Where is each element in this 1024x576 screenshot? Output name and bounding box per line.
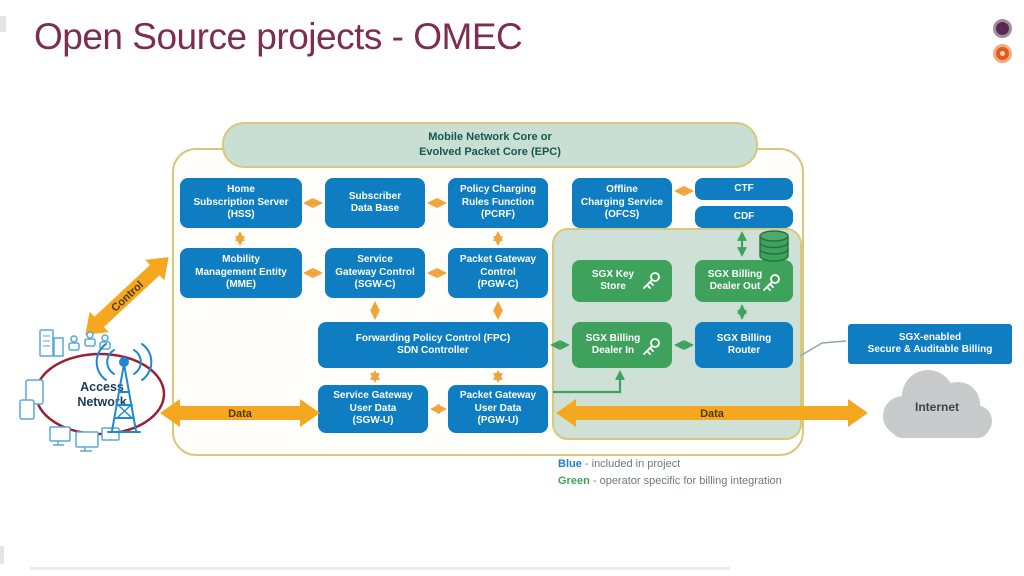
legend-term-blue: Blue (558, 458, 582, 470)
node-fpc-sdn-controller: Forwarding Policy Control (FPC) SDN Cont… (318, 322, 548, 368)
node-mme: Mobility Management Entity (MME) (180, 248, 302, 298)
internet-label: Internet (914, 400, 959, 414)
access-network-label: Access Network (77, 380, 127, 409)
video-artifact (30, 567, 730, 570)
node-ctf: CTF (695, 178, 793, 200)
control-arrow-label: Control (109, 279, 146, 314)
node-pcrf: Policy Charging Rules Function (PCRF) (448, 178, 548, 228)
epc-header: Mobile Network Core or Evolved Packet Co… (222, 122, 758, 168)
page-title: Open Source projects - OMEC (34, 16, 523, 57)
node-pgw-c: Packet Gateway Control (PGW-C) (448, 248, 548, 298)
purple-donut-logo-icon (993, 19, 1012, 38)
legend-desc-green: - operator specific for billing integrat… (592, 475, 782, 488)
node-sgx-billing-dealer-out: SGX Billing Dealer Out (695, 260, 793, 302)
legend-item-green: Green - operator specific for billing in… (558, 473, 782, 490)
node-sgx-billing-router: SGX Billing Router (695, 322, 793, 368)
node-sgx-key-store: SGX Key Store (572, 260, 672, 302)
control-arrow: Control (85, 257, 169, 335)
video-artifact (0, 546, 4, 564)
node-subscriber-database: Subscriber Data Base (325, 178, 425, 228)
callout-pointer-line (799, 340, 847, 357)
legend-item-blue: Blue - included in project (558, 456, 782, 473)
sgx-enabled-billing-callout: SGX-enabled Secure & Auditable Billing (848, 324, 1012, 364)
video-artifact (0, 16, 6, 32)
node-hss: Home Subscription Server (HSS) (180, 178, 302, 228)
node-sgx-billing-dealer-in: SGX Billing Dealer In (572, 322, 672, 368)
node-cdf: CDF (695, 206, 793, 228)
node-ofcs: Offline Charging Service (OFCS) (572, 178, 672, 228)
legend: Blue - included in project Green - opera… (558, 456, 782, 490)
legend-desc-blue: - included in project (584, 458, 681, 470)
orange-donut-logo-icon (993, 44, 1012, 63)
node-pgw-u: Packet Gateway User Data (PGW-U) (448, 385, 548, 433)
node-sgw-u: Service Gateway User Data (SGW-U) (318, 385, 428, 433)
node-sgw-c: Service Gateway Control (SGW-C) (325, 248, 425, 298)
legend-term-green: Green (558, 475, 590, 488)
